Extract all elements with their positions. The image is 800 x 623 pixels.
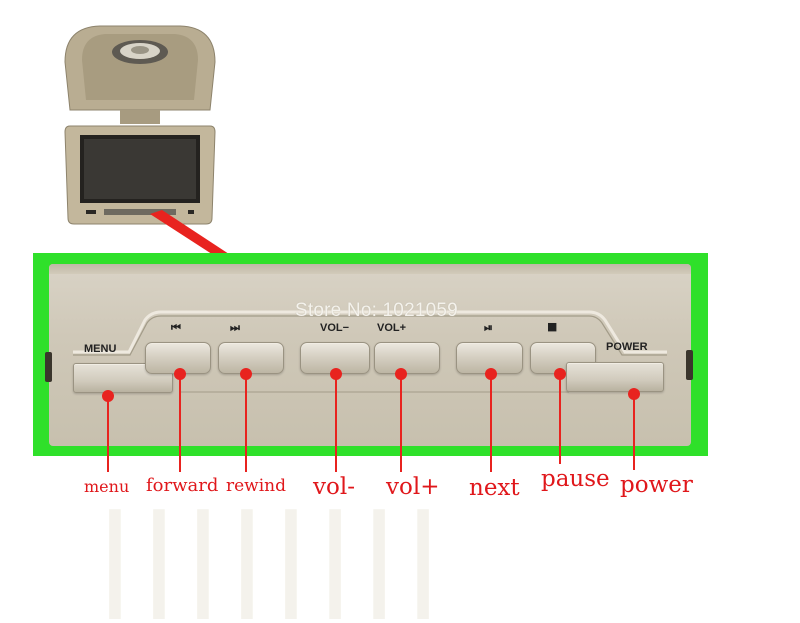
previous-track-icon: ⏮ xyxy=(171,321,181,334)
stop-icon: ■ xyxy=(547,320,558,333)
vol-minus-pin xyxy=(330,368,342,380)
vol-minus-leader xyxy=(335,374,337,472)
rewind-button[interactable] xyxy=(218,342,284,374)
vol-minus-label: VOL− xyxy=(320,322,350,334)
power-label: POWER xyxy=(606,341,648,353)
power-leader xyxy=(633,394,635,470)
power-pin xyxy=(628,388,640,400)
menu-label: MENU xyxy=(84,343,117,355)
next-leader xyxy=(490,374,492,472)
rewind-caption: rewind xyxy=(226,476,287,496)
vol-plus-caption: vol+ xyxy=(386,474,440,500)
menu-leader xyxy=(107,396,109,472)
vol-plus-leader xyxy=(400,374,402,472)
pause-pin xyxy=(554,368,566,380)
right-edge xyxy=(686,350,693,380)
device-image xyxy=(64,25,216,225)
forward-caption: forward xyxy=(146,475,219,496)
next-track-icon: ⏭ xyxy=(230,321,240,334)
forward-pin xyxy=(174,368,186,380)
left-edge xyxy=(45,352,52,382)
vol-minus-caption: vol- xyxy=(313,474,355,500)
store-number: Store No: 1021059 xyxy=(295,300,458,321)
watermark: |||||||| xyxy=(95,490,448,619)
menu-caption: menu xyxy=(84,477,130,496)
power-button[interactable] xyxy=(566,362,664,392)
play-pause-icon: ⏯ xyxy=(484,321,493,334)
next-pin xyxy=(485,368,497,380)
forward-leader xyxy=(179,374,181,472)
rewind-leader xyxy=(245,374,247,472)
rewind-pin xyxy=(240,368,252,380)
vol-plus-button[interactable] xyxy=(374,342,440,374)
next-caption: next xyxy=(469,475,520,501)
pause-caption: pause xyxy=(541,466,610,492)
menu-pin xyxy=(102,390,114,402)
power-caption: power xyxy=(620,472,693,498)
vol-plus-label: VOL+ xyxy=(377,322,407,334)
pause-leader xyxy=(559,374,561,464)
vol-plus-pin xyxy=(395,368,407,380)
